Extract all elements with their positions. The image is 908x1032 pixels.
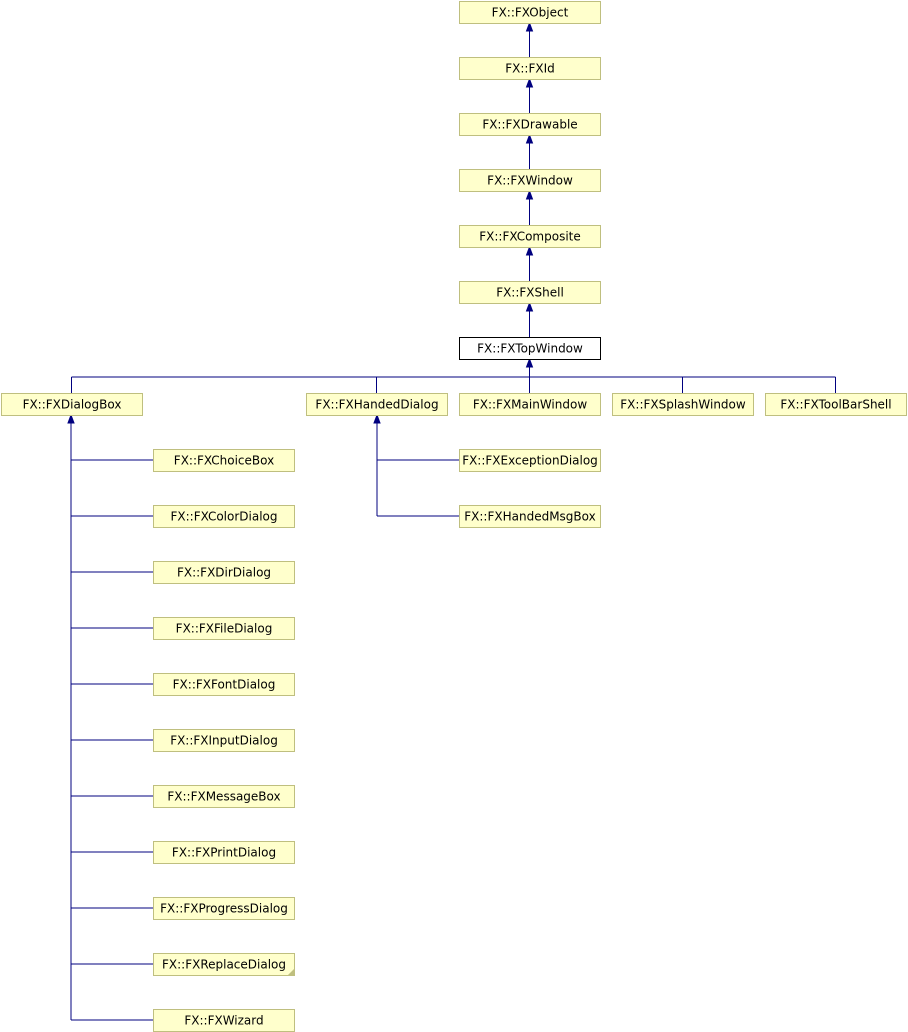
class-node-label: FX::FXWindow <box>487 174 573 188</box>
arrowhead-fxwindow <box>525 189 534 200</box>
inheritance-edges-fxid <box>525 77 534 113</box>
class-node-box <box>459 281 601 304</box>
class-node-label: FX::FXFileDialog <box>176 622 273 636</box>
class-node-fxsplashwindow[interactable]: FX::FXSplashWindow <box>612 393 754 416</box>
class-node-box <box>153 785 295 808</box>
class-node-fxcomposite[interactable]: FX::FXComposite <box>459 225 601 248</box>
class-node-box <box>153 617 295 640</box>
class-node-label: FX::FXHandedMsgBox <box>464 510 595 524</box>
class-node-box <box>612 393 754 416</box>
class-node-label: FX::FXProgressDialog <box>160 902 288 916</box>
arrowhead-fxid <box>525 77 534 88</box>
class-node-fxshell[interactable]: FX::FXShell <box>459 281 601 304</box>
class-node-fxfontdialog[interactable]: FX::FXFontDialog <box>153 673 295 696</box>
arrowhead-fxdrawable <box>525 133 534 144</box>
class-node-fxhandeddialog[interactable]: FX::FXHandedDialog <box>306 393 448 416</box>
class-node-box <box>153 449 295 472</box>
class-node-fxdirdialog[interactable]: FX::FXDirDialog <box>153 561 295 584</box>
class-node-fxreplacedialog[interactable]: FX::FXReplaceDialog <box>153 953 295 976</box>
class-node-label: FX::FXShell <box>496 286 564 300</box>
class-node-label: FX::FXDirDialog <box>177 566 271 580</box>
class-node-box <box>1 393 143 416</box>
class-node-box <box>459 57 601 80</box>
class-node-fxmainwindow[interactable]: FX::FXMainWindow <box>459 393 601 416</box>
class-node-box <box>153 561 295 584</box>
class-node-fxfiledialog[interactable]: FX::FXFileDialog <box>153 617 295 640</box>
class-node-box <box>459 505 601 528</box>
class-node-fxdrawable[interactable]: FX::FXDrawable <box>459 113 601 136</box>
class-node-fxobject[interactable]: FX::FXObject <box>459 1 601 24</box>
class-node-label: FX::FXPrintDialog <box>172 846 276 860</box>
arrowhead-fxhandeddialog <box>373 413 381 424</box>
class-node-fxinputdialog[interactable]: FX::FXInputDialog <box>153 729 295 752</box>
class-node-fxdialogbox[interactable]: FX::FXDialogBox <box>1 393 143 416</box>
class-node-box <box>153 841 295 864</box>
arrowhead-fxshell <box>525 301 534 312</box>
class-node-label: FX::FXHandedDialog <box>315 398 438 412</box>
class-node-label: FX::FXExceptionDialog <box>462 454 598 468</box>
inheritance-edges-fxobject <box>525 21 534 57</box>
class-node-label: FX::FXObject <box>492 6 569 20</box>
class-node-box <box>459 337 601 360</box>
arrowhead-fxdialogbox <box>67 413 75 424</box>
class-node-box <box>459 1 601 24</box>
class-node-label: FX::FXMessageBox <box>167 790 280 804</box>
class-node-label: FX::FXToolBarShell <box>780 398 891 412</box>
class-node-label: FX::FXDialogBox <box>23 398 122 412</box>
class-node-label: FX::FXColorDialog <box>170 510 277 524</box>
class-node-box <box>459 225 601 248</box>
class-node-label: FX::FXComposite <box>479 230 581 244</box>
class-node-box <box>459 449 601 472</box>
class-node-fxcolordialog[interactable]: FX::FXColorDialog <box>153 505 295 528</box>
class-node-label: FX::FXFontDialog <box>173 678 276 692</box>
class-node-fxchoicebox[interactable]: FX::FXChoiceBox <box>153 449 295 472</box>
edges-layer <box>67 21 836 1021</box>
inheritance-edges-fxshell <box>525 301 534 337</box>
class-node-fxtoolbarshell[interactable]: FX::FXToolBarShell <box>765 393 907 416</box>
class-node-box <box>153 505 295 528</box>
class-node-label: FX::FXMainWindow <box>473 398 587 412</box>
arrowhead-fxtopwindow <box>525 357 534 368</box>
class-node-box <box>153 673 295 696</box>
class-node-fxprintdialog[interactable]: FX::FXPrintDialog <box>153 841 295 864</box>
class-node-fxid[interactable]: FX::FXId <box>459 57 601 80</box>
class-node-fxhandedmsgbox[interactable]: FX::FXHandedMsgBox <box>459 505 601 528</box>
class-node-fxwindow[interactable]: FX::FXWindow <box>459 169 601 192</box>
class-node-label: FX::FXTopWindow <box>477 342 583 356</box>
class-node-box <box>459 113 601 136</box>
inheritance-edges-fxwindow <box>525 189 534 225</box>
class-node-fxwizard[interactable]: FX::FXWizard <box>153 1009 295 1032</box>
inheritance-edges-fxcomposite <box>525 245 534 281</box>
class-node-label: FX::FXReplaceDialog <box>162 958 286 972</box>
class-node-label: FX::FXId <box>505 62 555 76</box>
truncated-marker-icon <box>288 969 294 975</box>
class-node-box <box>153 729 295 752</box>
class-node-fxmessagebox[interactable]: FX::FXMessageBox <box>153 785 295 808</box>
class-node-fxprogressdialog[interactable]: FX::FXProgressDialog <box>153 897 295 920</box>
class-node-fxtopwindow[interactable]: FX::FXTopWindow <box>459 337 601 360</box>
class-node-fxexceptiondialog[interactable]: FX::FXExceptionDialog <box>459 449 601 472</box>
class-node-box <box>765 393 907 416</box>
inheritance-edges-fxtopwindow <box>71 357 836 393</box>
class-node-label: FX::FXWizard <box>184 1014 263 1028</box>
inheritance-edges-fxdialogbox <box>67 413 153 1021</box>
class-node-box <box>153 953 295 976</box>
class-node-label: FX::FXInputDialog <box>170 734 278 748</box>
inheritance-edges-fxdrawable <box>525 133 534 169</box>
inheritance-edges-fxhandeddialog <box>373 413 459 517</box>
class-node-label: FX::FXChoiceBox <box>174 454 274 468</box>
class-node-box <box>153 897 295 920</box>
class-node-label: FX::FXSplashWindow <box>620 398 746 412</box>
class-node-label: FX::FXDrawable <box>482 118 577 132</box>
arrowhead-fxobject <box>525 21 534 32</box>
class-node-box <box>306 393 448 416</box>
class-node-box <box>459 169 601 192</box>
arrowhead-fxcomposite <box>525 245 534 256</box>
class-node-box <box>459 393 601 416</box>
